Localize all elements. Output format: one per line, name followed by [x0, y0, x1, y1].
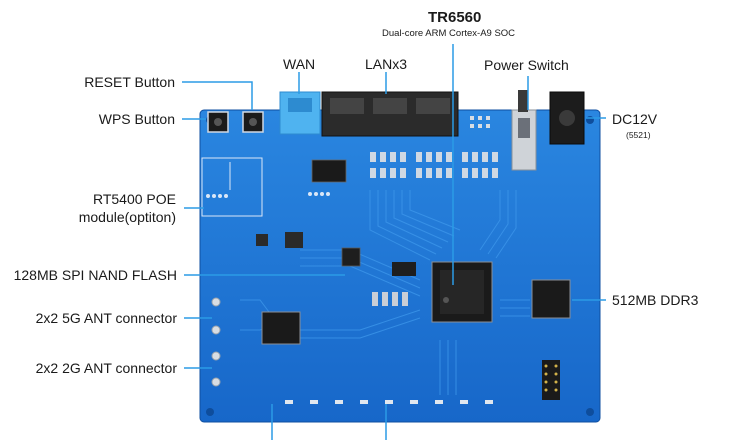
- dc-label: DC12V: [612, 111, 658, 127]
- poe-label-line1: RT5400 POE: [92, 191, 176, 207]
- wps-button-label: WPS Button: [98, 111, 175, 127]
- ant-connectors: [211, 297, 221, 387]
- mount-hole: [586, 408, 594, 416]
- wifi-chip: [261, 311, 301, 345]
- dc-spec-label: (5521): [626, 130, 651, 140]
- inductor: [285, 232, 303, 248]
- lan-port: [416, 98, 450, 114]
- lan-port: [373, 98, 407, 114]
- pin-header: [470, 116, 490, 128]
- status-leds: [285, 400, 493, 404]
- ant-5g-label: 2x2 5G ANT connector: [35, 310, 177, 326]
- wan-label: WAN: [283, 56, 316, 72]
- nand-flash-chip: [341, 247, 361, 267]
- mount-hole: [206, 408, 214, 416]
- reset-button-label: RESET Button: [84, 74, 175, 90]
- ddr3-chip: [531, 279, 571, 319]
- ethernet-phy-chip: [311, 159, 347, 183]
- poe-module-area: [201, 157, 263, 217]
- callout-lines: [182, 44, 606, 440]
- eeprom-chip: [392, 262, 416, 276]
- inductor: [256, 234, 268, 246]
- lan-port: [330, 98, 364, 114]
- ddr-label: 512MB DDR3: [612, 292, 699, 308]
- soc-description: Dual-core ARM Cortex-A9 SOC: [382, 28, 516, 39]
- led-array: [370, 152, 498, 178]
- mount-hole: [586, 116, 594, 124]
- ant-2g-label: 2x2 2G ANT connector: [35, 360, 177, 376]
- lan-label: LANx3: [365, 56, 408, 72]
- soc-title: TR6560: [428, 9, 482, 26]
- power-switch-label: Power Switch: [484, 57, 569, 73]
- jumper-header: [372, 292, 408, 306]
- poe-label-line2: module(optiton): [78, 209, 176, 225]
- flash-label: 128MB SPI NAND FLASH: [13, 267, 177, 283]
